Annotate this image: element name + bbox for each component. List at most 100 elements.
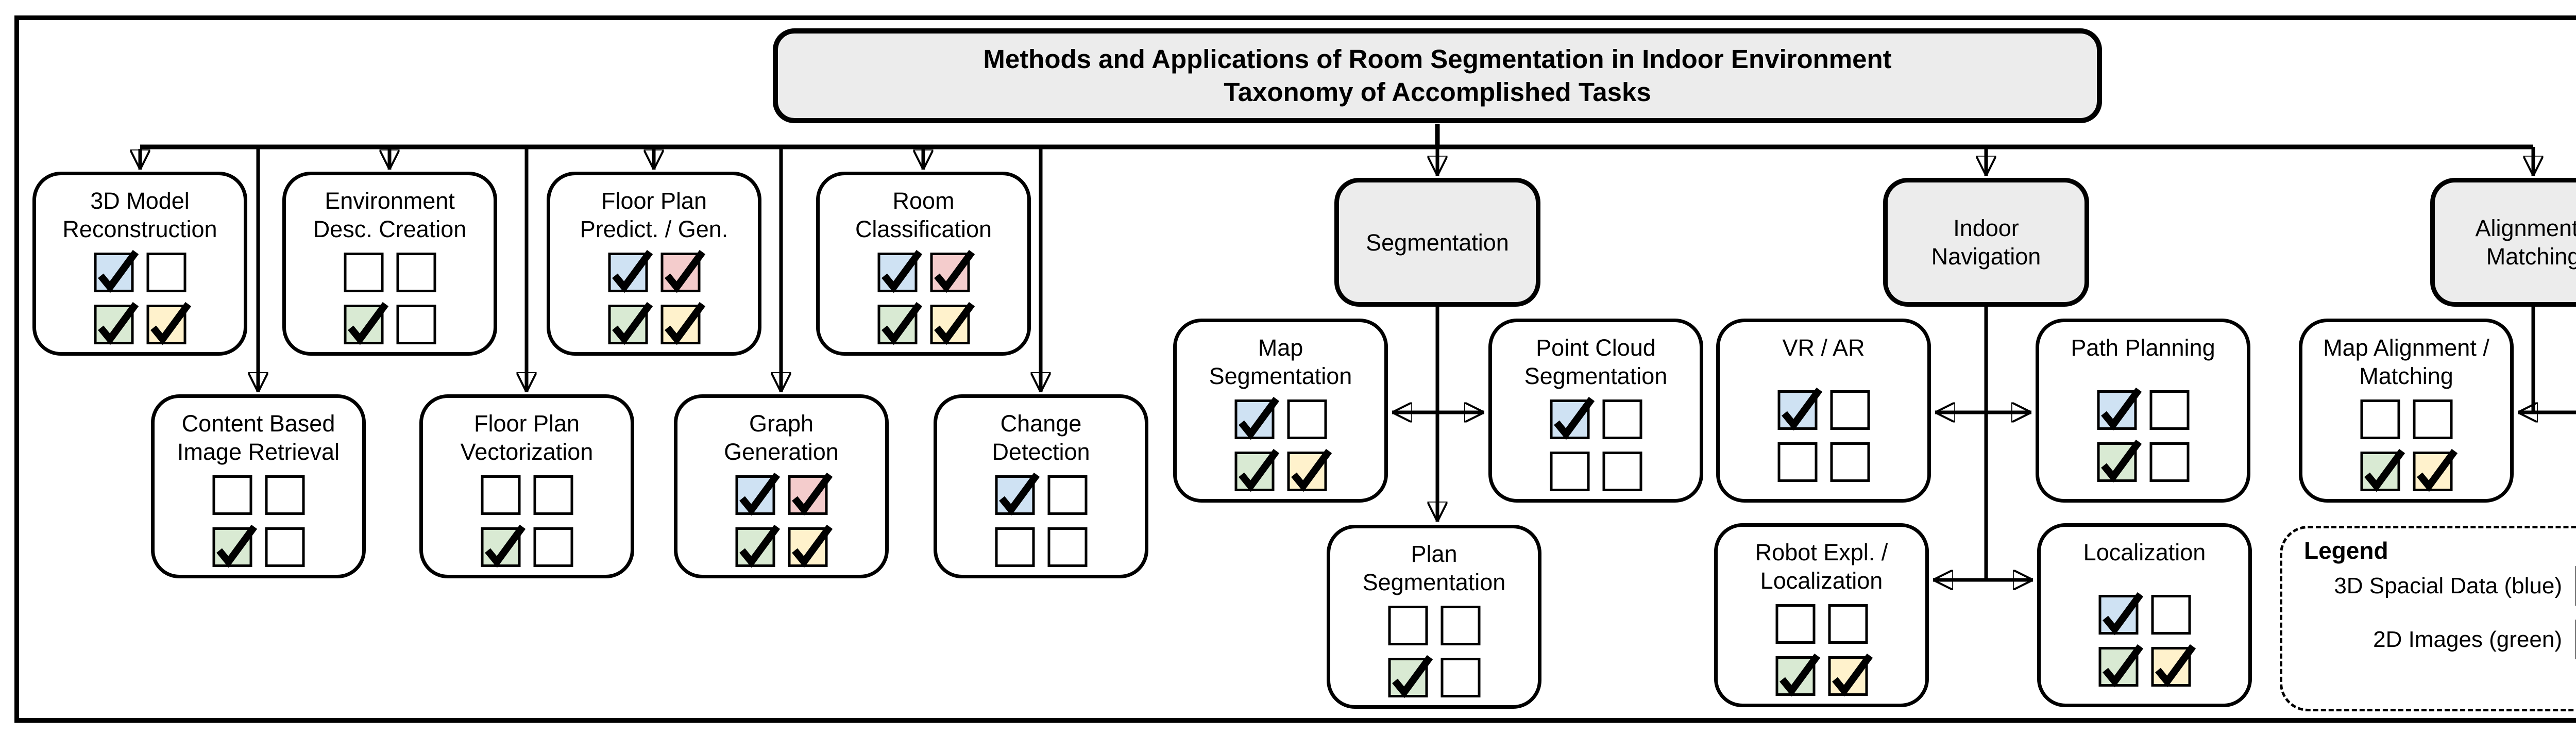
checkbox-blank bbox=[265, 475, 304, 515]
check-icon bbox=[1781, 387, 1822, 431]
legend-label-2d-images: 2D Images (green) bbox=[2373, 627, 2562, 652]
check-icon bbox=[934, 249, 975, 293]
check-grid bbox=[735, 472, 833, 568]
checkbox-blank bbox=[481, 475, 520, 515]
checkbox-blue-checked bbox=[94, 249, 139, 293]
check-icon bbox=[2102, 644, 2143, 688]
group-label: Navigation bbox=[1931, 243, 2041, 270]
check-icon bbox=[347, 302, 388, 345]
checkbox-blank bbox=[2413, 399, 2452, 439]
checkbox-blank bbox=[1777, 442, 1817, 482]
check-icon bbox=[881, 302, 922, 345]
group-label: Indoor bbox=[1953, 215, 2019, 241]
node-label: Robot Expl. /Localization bbox=[1755, 539, 1888, 594]
checkbox-blank bbox=[533, 475, 573, 515]
checkbox-green-checked bbox=[608, 302, 653, 345]
check-grid bbox=[481, 475, 573, 568]
check-grid bbox=[1550, 396, 1642, 491]
checkbox-yellow-checked bbox=[1828, 653, 1873, 697]
checkbox-yellow-checked bbox=[930, 302, 975, 345]
checkbox-blank bbox=[2360, 399, 2400, 439]
check-icon bbox=[791, 472, 833, 516]
node-label: Path Planning bbox=[2071, 335, 2215, 361]
checkbox-blank bbox=[1550, 452, 1589, 491]
checkbox-blank bbox=[396, 253, 436, 292]
check-icon bbox=[664, 249, 705, 293]
check-icon bbox=[664, 302, 705, 345]
check-icon bbox=[2416, 448, 2458, 492]
legend-row: Use not found (blank) bbox=[2282, 666, 2576, 706]
checkbox-green-checked bbox=[1388, 655, 1433, 698]
checkbox-blank bbox=[2149, 442, 2189, 482]
checkbox-blank bbox=[533, 527, 573, 567]
check-grid bbox=[1388, 606, 1480, 698]
check-grid bbox=[1234, 396, 1332, 492]
check-icon bbox=[612, 249, 653, 293]
check-icon bbox=[2364, 448, 2405, 492]
check-icon bbox=[739, 524, 780, 568]
check-icon bbox=[934, 302, 975, 345]
checkbox-blank bbox=[1830, 390, 1870, 430]
checkbox-green-checked bbox=[2097, 439, 2142, 483]
check-grid bbox=[1775, 604, 1873, 697]
checkbox-green-checked bbox=[1775, 653, 1820, 697]
checkbox-blue-checked bbox=[1550, 396, 1595, 440]
check-icon bbox=[97, 249, 139, 293]
check-icon bbox=[2100, 387, 2142, 431]
checkbox-blank bbox=[265, 527, 304, 567]
checkbox-blank bbox=[1602, 452, 1642, 491]
group-segmentation: Segmentation bbox=[1334, 178, 1540, 307]
check-grid bbox=[212, 475, 304, 568]
checkbox-green-checked bbox=[877, 302, 922, 345]
group-label: Alignment / bbox=[2475, 215, 2576, 241]
check-icon bbox=[1291, 448, 1332, 492]
figure-border bbox=[14, 15, 2576, 723]
checkbox-blank bbox=[146, 253, 186, 292]
checkbox-blank bbox=[396, 305, 436, 344]
checkbox-blank bbox=[1440, 658, 1480, 697]
group-alignment-matching: Alignment /Matching bbox=[2430, 178, 2576, 307]
checkbox-blue-checked bbox=[2098, 592, 2143, 636]
check-icon bbox=[1553, 396, 1595, 440]
checkbox-red-checked bbox=[930, 249, 975, 293]
checkbox-blank bbox=[1828, 604, 1868, 644]
checkbox-blue-checked bbox=[735, 472, 780, 516]
checkbox-blank bbox=[1830, 442, 1870, 482]
checkbox-blank bbox=[2149, 390, 2189, 430]
legend-heading: Legend bbox=[2304, 537, 2388, 564]
check-icon bbox=[97, 302, 139, 345]
checkbox-blank bbox=[2151, 595, 2191, 635]
check-icon bbox=[1238, 396, 1279, 440]
check-icon bbox=[739, 472, 780, 516]
checkbox-green-checked bbox=[735, 524, 780, 568]
checkbox-blank bbox=[344, 253, 383, 292]
node-label: VR / AR bbox=[1782, 335, 1865, 361]
group-label: Matching bbox=[2486, 243, 2576, 270]
check-grid bbox=[2097, 387, 2189, 483]
checkbox-green-checked bbox=[1234, 448, 1279, 492]
legend: Legend 3D Spacial Data (blue) Graph Stru… bbox=[2280, 526, 2576, 711]
checkbox-blue-checked bbox=[1234, 396, 1279, 440]
check-icon bbox=[998, 472, 1040, 516]
node-path-planning: Path Planning bbox=[2036, 319, 2250, 503]
group-label: Segmentation bbox=[1366, 229, 1509, 256]
checkbox-blue-checked bbox=[1777, 387, 1822, 431]
checkbox-blue-checked bbox=[608, 249, 653, 293]
